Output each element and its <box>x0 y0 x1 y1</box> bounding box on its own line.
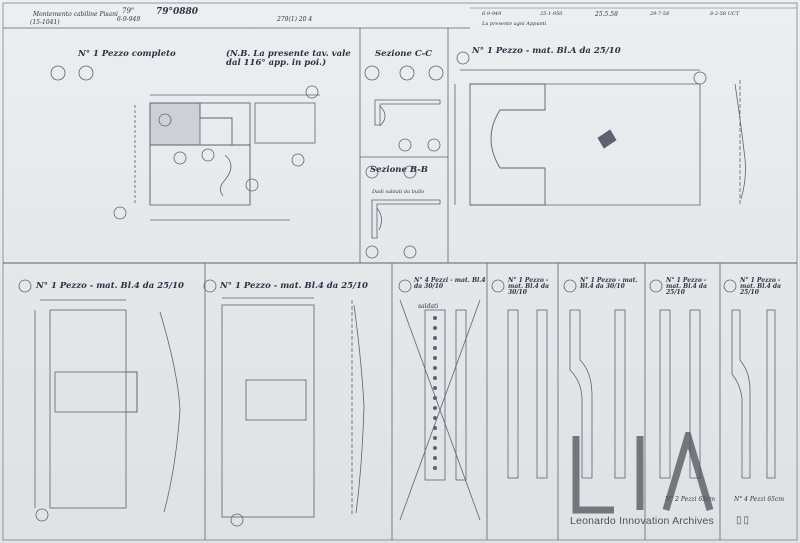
hole-mark <box>433 336 437 340</box>
panel-title-bottom-5: N° 1 Pezzo - mat. Bl.4 da 30/10 <box>580 277 638 290</box>
panel-title-section-bb: Sezione B-B <box>370 165 428 175</box>
hole-pattern <box>433 316 437 470</box>
panel-title-bottom-7: N° 1 Pezzo - mat. Bl.4 da 25/10 <box>740 277 781 296</box>
annotation-saldati: saldati <box>418 303 439 310</box>
document-icon[interactable]: ▯ <box>736 515 744 526</box>
rev-date-5: 8-2-58 UCT <box>710 11 740 17</box>
small-number: 279(1) 20 4 <box>277 16 313 23</box>
header-ref: 79" <box>122 7 135 15</box>
hole-mark <box>433 446 437 450</box>
hole-mark <box>433 326 437 330</box>
archive-caption: Leonardo Innovation Archives <box>570 515 714 527</box>
rev-date-4: 29-7-58 <box>650 11 670 17</box>
panel-title-bottom-1: N° 1 Pezzo - mat. Bl.4 da 25/10 <box>36 281 184 291</box>
title-block-left: Montemento cabiline Pisani <box>33 11 118 18</box>
archive-icons: ▯▯ <box>736 515 751 526</box>
revision-note: La presente agni Appunti <box>482 21 547 27</box>
rev-date-3: 25.5.58 <box>595 11 618 18</box>
panel-title-bottom-3: N° 4 Pezzi - mat. Bl.4 da 30/10 <box>414 277 486 290</box>
hole-mark <box>433 346 437 350</box>
annotation-dadi: Dadi saldati da bullo <box>372 189 425 195</box>
hole-mark <box>433 386 437 390</box>
bottom-count-1: N° 2 Pezzi 65cm <box>665 496 716 503</box>
panel-title-note: (N.B. La presente tav. vale dal 116° app… <box>226 49 351 69</box>
hole-mark <box>433 366 437 370</box>
panel-title-bottom-4: N° 1 Pezzo - mat. Bl.4 da 30/10 <box>508 277 549 296</box>
panel-title-section-cc: Sezione C-C <box>375 49 432 59</box>
hole-mark <box>433 316 437 320</box>
drawing-number: 79°0880 <box>156 7 199 17</box>
rev-date-2: 25-1-950 <box>540 11 563 17</box>
hole-mark <box>433 406 437 410</box>
panel-title-complete: N° 1 Pezzo completo <box>78 49 176 59</box>
hole-mark <box>433 466 437 470</box>
hole-mark <box>433 426 437 430</box>
hole-mark <box>433 416 437 420</box>
bottom-count-2: N° 4 Pezzi 65cm <box>734 496 785 503</box>
title-block-date: 6-9-949 <box>117 16 141 23</box>
panel-title-bottom-6: N° 1 Pezzo - mat. Bl.4 da 25/10 <box>666 277 707 296</box>
hole-mark <box>433 376 437 380</box>
hole-mark <box>433 396 437 400</box>
panel-title-top-right: N° 1 Pezzo - mat. Bl.A da 25/10 <box>472 46 621 56</box>
hole-mark <box>433 436 437 440</box>
lia-logo <box>572 432 714 514</box>
rev-date-1: 6-9-949 <box>482 11 502 17</box>
panel-title-bottom-2: N° 1 Pezzo - mat. Bl.4 da 25/10 <box>220 281 368 291</box>
hole-mark <box>433 356 437 360</box>
title-block-code: (15-1041) <box>30 19 60 26</box>
document-icon[interactable]: ▯ <box>743 515 752 526</box>
hole-mark <box>433 456 437 460</box>
